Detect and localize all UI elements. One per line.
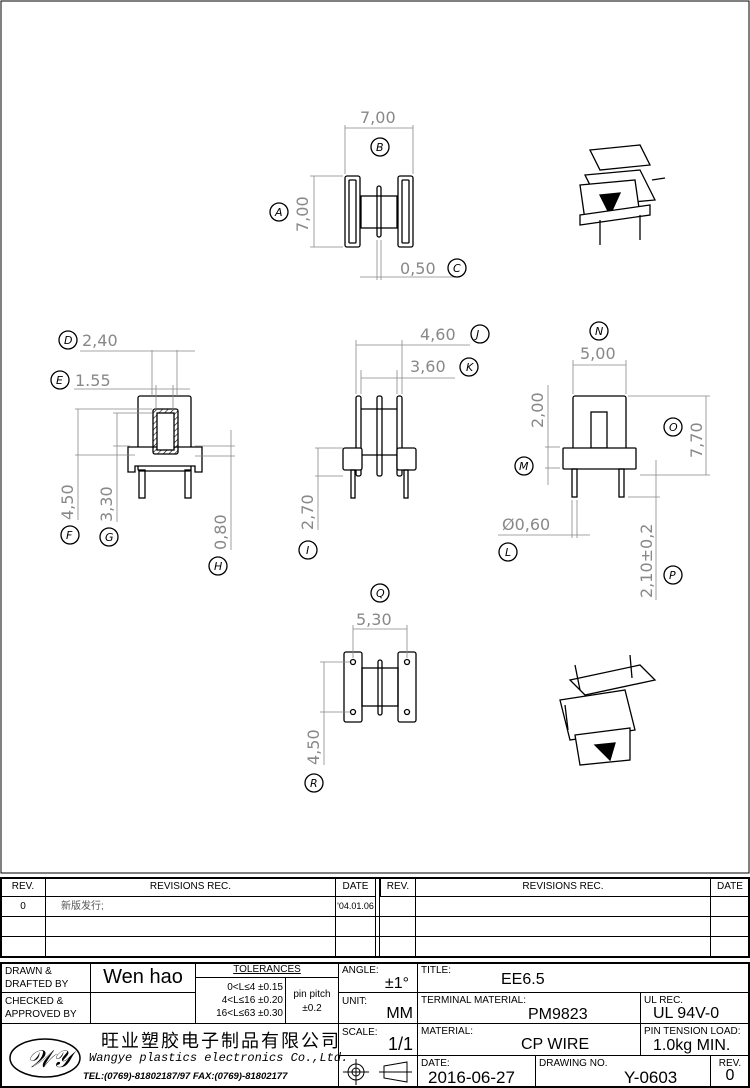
- date-label: DATE:: [421, 1058, 450, 1069]
- drawn-by-label: DRAWN & DRAFTED BY: [0, 962, 91, 993]
- dim-p: 2,10±0,2: [637, 524, 656, 598]
- ul-rec-value: UL 94V-0: [653, 1005, 720, 1022]
- title-label: TITLE:: [421, 965, 452, 976]
- callout-r: R: [310, 777, 318, 790]
- svg-text:𝒲𝒴: 𝒲𝒴: [27, 1045, 77, 1073]
- callout-o: O: [669, 421, 678, 434]
- callout-b: B: [376, 141, 384, 154]
- revision-row-desc: 新版发行;: [45, 896, 336, 917]
- top-view: 7,00 7,00 0,50 B A C: [269, 108, 467, 280]
- angle-label: ANGLE:: [342, 965, 379, 976]
- isometric-view-bottom: [559, 654, 657, 766]
- tolerance-2: 4<L≤16 ±0.20: [221, 995, 283, 1006]
- callout-p: P: [669, 569, 676, 582]
- company-block: 𝒲𝒴 旺业塑胶电子制品有限公司 Wangye plastics electron…: [0, 1023, 348, 1088]
- dim-b: 7,00: [360, 108, 396, 127]
- callout-j: J: [474, 328, 479, 341]
- company-contact: TEL:(0769)-81802187/97 FAX:(0769)-818021…: [83, 1071, 288, 1082]
- pin-pitch-label: pin pitch: [293, 989, 331, 1000]
- end-view: 5,00 2,00 7,70 Ø0,60 2,10±0,2 N O M L P: [498, 321, 710, 600]
- callout-g: G: [105, 531, 114, 544]
- tolerances-label: TOLERANCES: [195, 962, 339, 978]
- callout-i: I: [306, 544, 309, 557]
- dim-h: 0,80: [211, 514, 230, 550]
- callout-e: E: [56, 374, 63, 387]
- callout-f: F: [66, 529, 73, 542]
- dim-2-00: 2,00: [528, 392, 547, 428]
- revision-row-rev: 0: [0, 896, 46, 917]
- checked-by-value: [90, 992, 196, 1024]
- dim-a: 7,00: [293, 196, 312, 232]
- company-logo: 𝒲𝒴: [9, 1038, 81, 1078]
- checked-by-label: CHECKED & APPROVED BY: [0, 992, 91, 1024]
- pin-tension-value: 1.0kg MIN.: [653, 1037, 731, 1054]
- dim-r: 4,50: [304, 729, 323, 765]
- dim-k: 3,60: [410, 357, 446, 376]
- scale-value: 1/1: [387, 1034, 413, 1054]
- projection-symbol: [338, 1055, 418, 1088]
- callout-k: K: [466, 361, 474, 374]
- callout-q: Q: [376, 587, 385, 600]
- date-value: 2016-06-27: [428, 1068, 515, 1087]
- material-label: MATERIAL:: [421, 1026, 474, 1037]
- dim-o: 7,70: [687, 422, 706, 458]
- scale-label: SCALE:: [342, 1027, 378, 1038]
- callout-n: N: [595, 325, 603, 338]
- drawing-no-label: DRAWING NO.: [539, 1058, 608, 1069]
- terminal-material-label: TERMINAL MATERIAL:: [421, 995, 527, 1006]
- terminal-material-value: PM9823: [528, 1006, 588, 1023]
- material-value: CP WIRE: [521, 1036, 590, 1053]
- sheet-border: [0, 0, 750, 874]
- rev-label: REV.: [718, 1058, 742, 1069]
- dim-f: 4,50: [58, 484, 77, 520]
- ul-rec-label: UL REC.: [644, 995, 684, 1006]
- dim-i: 2,70: [298, 494, 317, 530]
- company-name-en: Wangye plastics electronics Co.,Ltd.: [89, 1051, 349, 1065]
- company-name-cn: 旺业塑胶电子制品有限公司: [101, 1031, 341, 1052]
- angle-value: ±1°: [384, 975, 409, 992]
- callout-a: A: [274, 206, 283, 219]
- dim-d: 2,40: [82, 331, 118, 350]
- callout-m: M: [519, 460, 529, 473]
- rev-header-2: REV.: [380, 877, 416, 897]
- callout-d: D: [64, 334, 72, 347]
- dim-j: 4,60: [420, 325, 456, 344]
- revision-row-date: '04.01.06: [335, 896, 376, 917]
- tolerance-1: 0<L≤4 ±0.15: [227, 982, 283, 993]
- dim-q: 5,30: [356, 610, 392, 629]
- isometric-view-top: [579, 144, 666, 245]
- title-value: EE6.5: [501, 971, 545, 988]
- front-view: 4,60 3,60 2,70 J K I: [298, 324, 490, 560]
- bottom-view: 5,30 4,50 Q R: [304, 583, 417, 793]
- rev-value: 0: [725, 1067, 735, 1084]
- date-header: DATE: [335, 877, 376, 897]
- dim-g: 3,30: [97, 486, 116, 522]
- callout-l: L: [505, 546, 511, 559]
- revisions-header-2: REVISIONS REC.: [415, 877, 711, 897]
- tolerance-3: 16<L≤63 ±0.30: [216, 1008, 283, 1019]
- rev-header: REV.: [0, 877, 46, 897]
- dim-l: Ø0,60: [502, 515, 550, 534]
- pin-tension-label: PIN TENSION LOAD:: [644, 1026, 741, 1037]
- dim-c: 0,50: [400, 259, 436, 278]
- date-header-2: DATE: [710, 877, 750, 897]
- drawing-no-value: Y-0603: [624, 1068, 678, 1087]
- callout-c: C: [453, 262, 461, 275]
- side-view: 2,40 1.55 4,50 3,30 0,80 D E F G H: [50, 330, 235, 576]
- pin-pitch-value: ±0.2: [302, 1003, 322, 1014]
- technical-drawing: 7,00 7,00 0,50 B A C 2,40 1.55 4,50 3,30…: [0, 0, 750, 874]
- dim-n: 5,00: [580, 344, 616, 363]
- callout-h: H: [214, 560, 222, 573]
- unit-value: MM: [386, 1005, 413, 1022]
- unit-label: UNIT:: [342, 996, 367, 1007]
- revisions-header: REVISIONS REC.: [45, 877, 336, 897]
- drawn-by-value: Wen hao: [90, 962, 196, 993]
- dim-e: 1.55: [75, 371, 111, 390]
